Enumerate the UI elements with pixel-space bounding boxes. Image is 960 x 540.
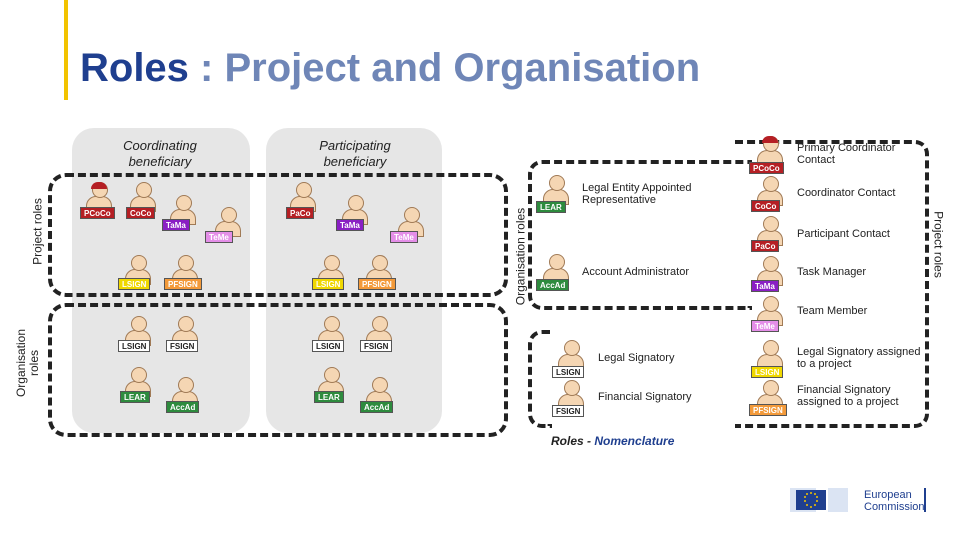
accad-badge-coord: AccAd [166,401,200,413]
accad-nomen-badge: AccAd [536,279,570,291]
org-roles-bracket [528,160,752,310]
plsign-nomen-badge: LSIGN [751,366,784,378]
paco-desc: Participant Contact [797,228,890,240]
lear-nomen-badge: LEAR [536,201,566,213]
tama-badge-coord: TaMa [162,219,190,231]
coordinating-panel [72,128,250,433]
participating-panel [266,128,442,433]
project-roles-label: Project roles [30,198,45,265]
coco-desc: Coordinator Contact [797,187,896,199]
lear-badge-coord: LEAR [120,391,150,403]
organisation-roles-label: Organisation roles [14,328,41,398]
right-org-roles-label: Organisation roles [513,207,528,306]
teme-badge-coord: TeMe [205,231,233,243]
fsign-nomen-badge: FSIGN [552,405,585,417]
fsign-badge-part: FSIGN [360,340,393,352]
coco-badge: CoCo [126,207,156,219]
ec-logo: European Commission [790,486,930,516]
accad-desc: Account Administrator [582,266,689,278]
logo-line1: European [864,489,912,501]
right-project-roles-label: Project roles [931,211,946,278]
project-roles-row [48,173,508,297]
logo-line2: Commission [864,501,925,513]
paco-nomen-badge: PaCo [751,240,780,252]
fsign-desc: Financial Signatory [598,391,692,403]
pfsign-desc: Financial Signatory assigned to a projec… [797,384,899,408]
paco-badge: PaCo [286,207,315,219]
right-project-roles-bracket [735,140,929,428]
fsign-badge-coord: FSIGN [166,340,199,352]
lsign-desc: Legal Signatory [598,352,675,364]
lear-desc: Legal Entity Appointed Representative [582,182,692,206]
teme-desc: Team Member [797,305,868,317]
pfsign-badge-coord: PFSIGN [164,278,202,290]
page-title: Roles : Project and Organisation [80,46,701,90]
accad-badge-part: AccAd [360,401,394,413]
plsign-desc: Legal Signatory assigned to a project [797,346,921,370]
plsign-badge-part: LSIGN [312,278,345,290]
tama-desc: Task Manager [797,266,867,278]
participating-header: Participating beneficiary [319,138,391,169]
pcoco-desc: Primary Coordinator Contact [797,142,896,166]
teme-nomen-badge: TeMe [751,320,779,332]
logo-divider [924,488,926,512]
coordinating-header: Coordinating beneficiary [123,138,197,169]
pcoco-nomen-badge: PCoCo [749,162,784,174]
organisation-roles-row [48,303,508,437]
tama-badge-part: TaMa [336,219,364,231]
pfsign-badge-part: PFSIGN [358,278,396,290]
eu-flag-icon [790,486,850,514]
tama-nomen-badge: TaMa [751,280,779,292]
plsign-badge-coord: LSIGN [118,278,151,290]
coco-nomen-badge: CoCo [751,200,781,212]
teme-badge-part: TeMe [390,231,418,243]
lsign-badge-coord: LSIGN [118,340,151,352]
project-roles-bracket [528,330,552,428]
pcoco-badge: PCoCo [80,207,115,219]
lear-badge-part: LEAR [314,391,344,403]
title-accent-bar [64,0,68,100]
nomenclature-caption: Roles - Nomenclature [551,434,675,448]
pfsign-nomen-badge: PFSIGN [749,404,787,416]
lsign-nomen-badge: LSIGN [552,366,585,378]
lsign-badge-part: LSIGN [312,340,345,352]
